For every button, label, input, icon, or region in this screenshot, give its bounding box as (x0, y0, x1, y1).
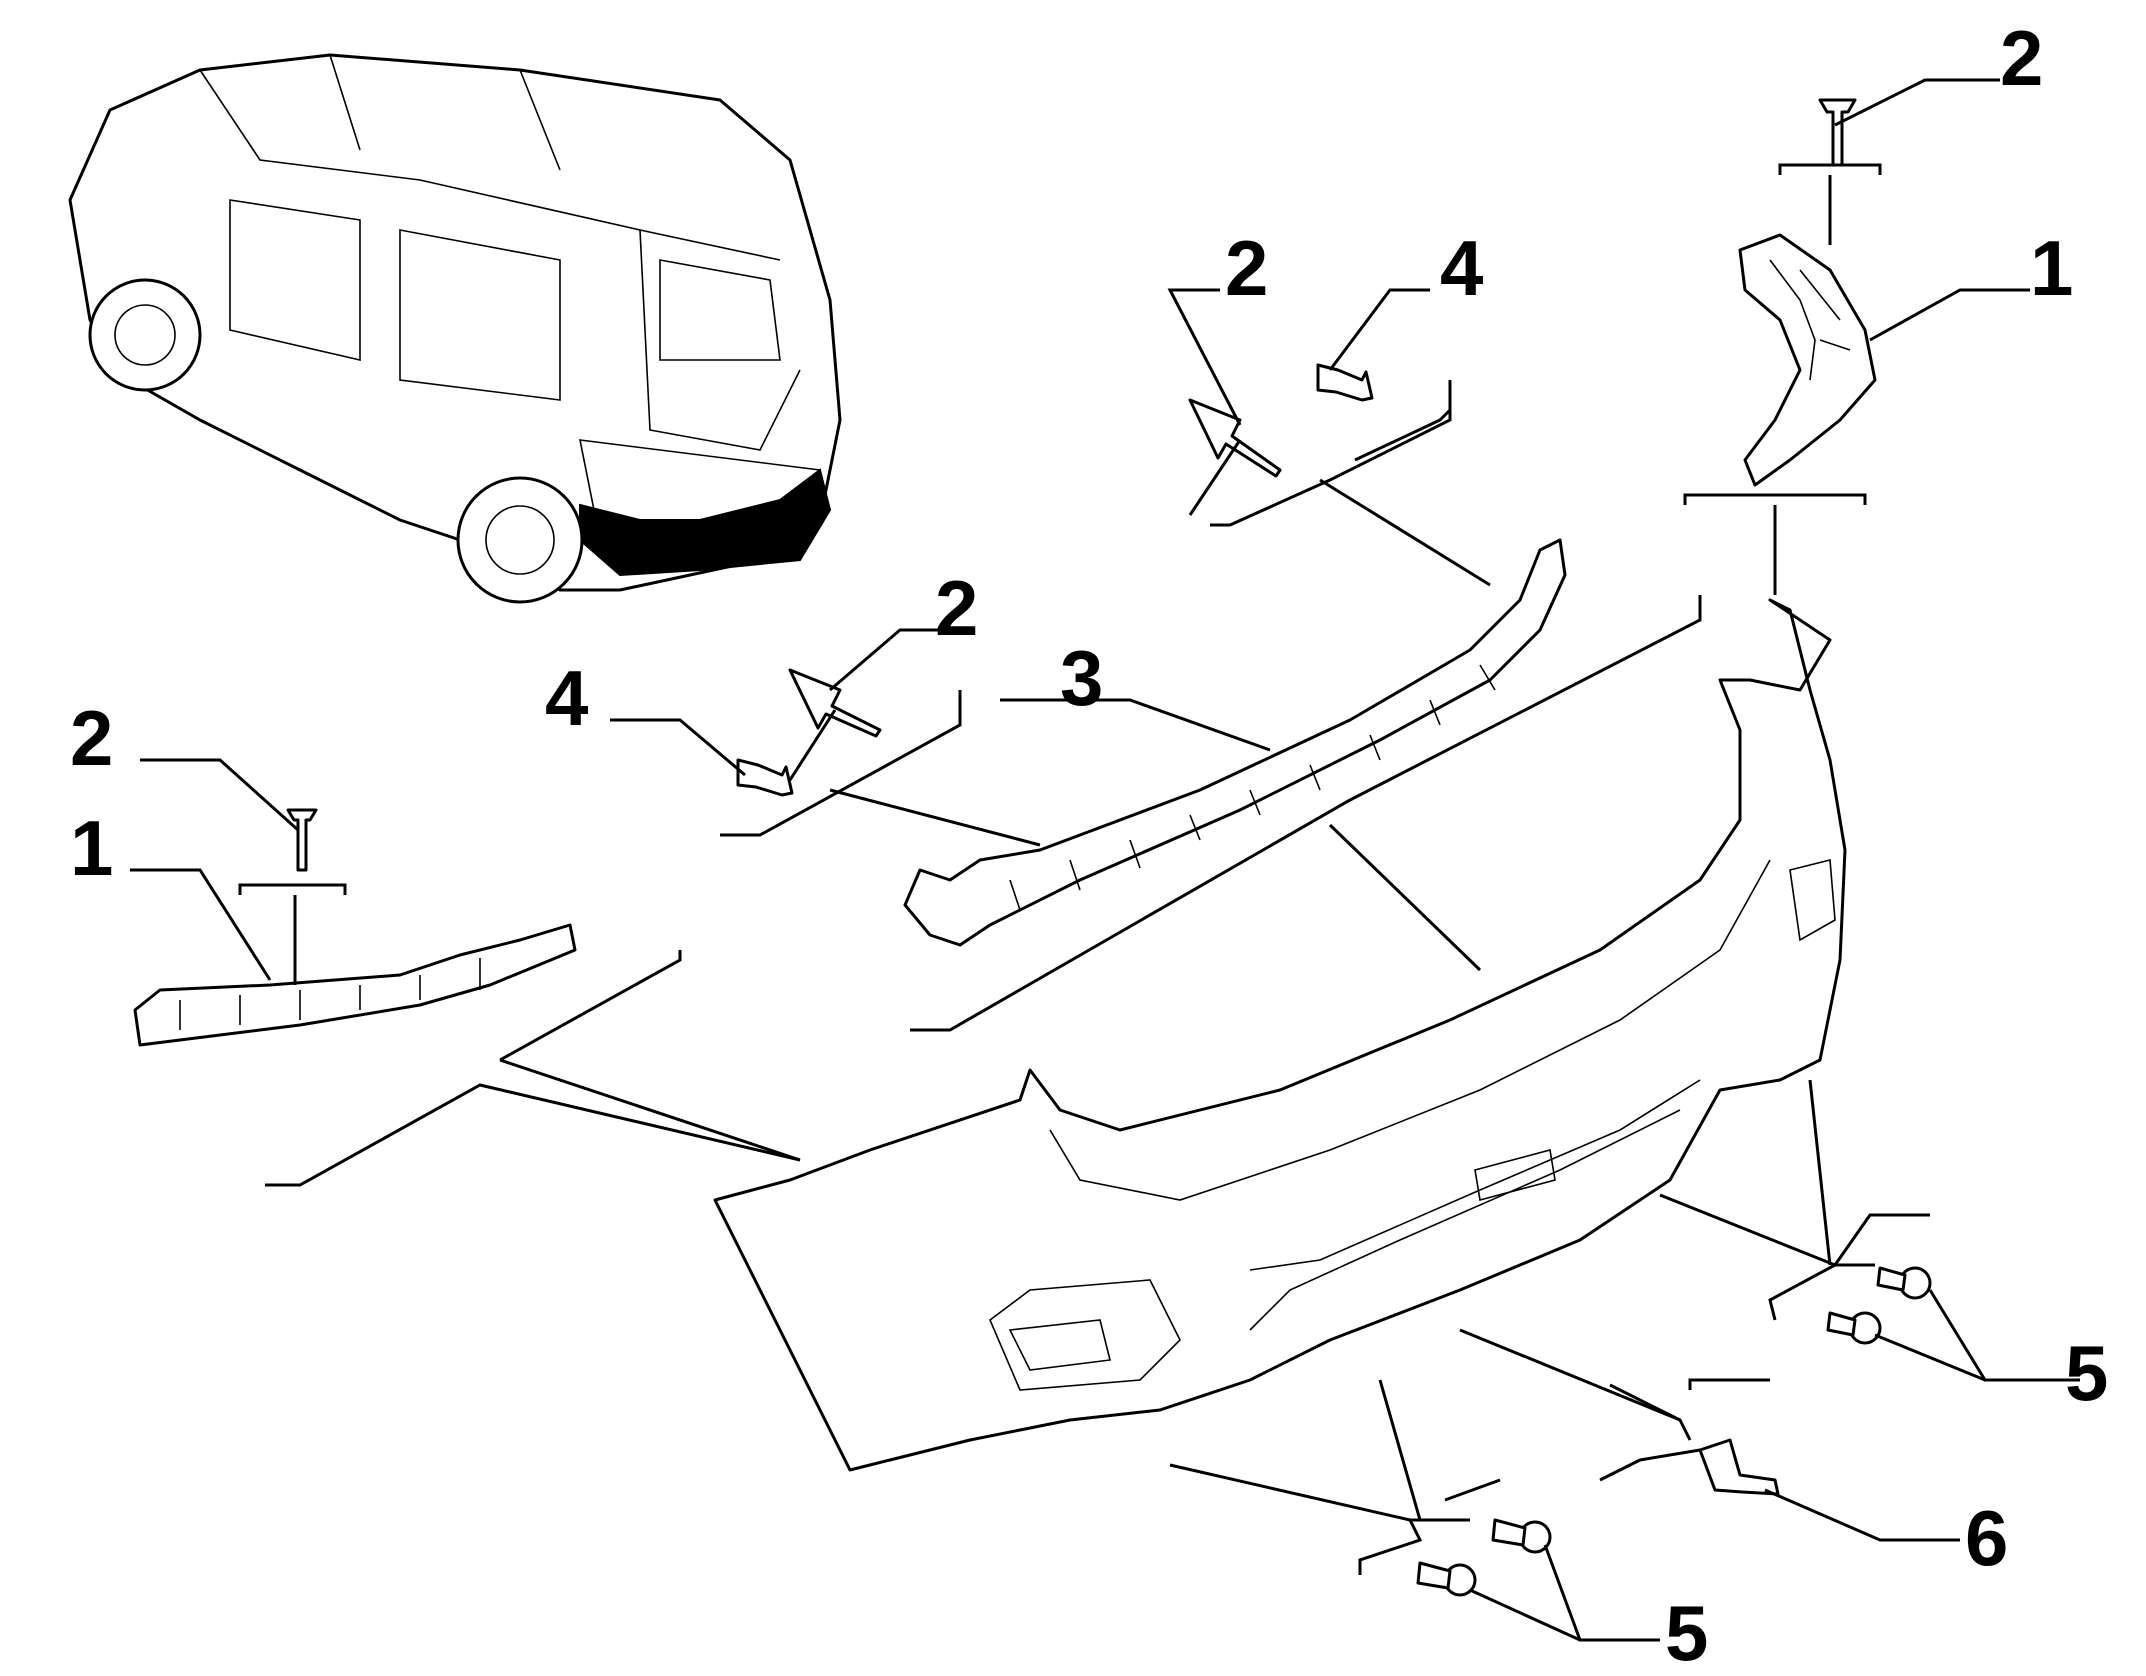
callout-part-3: 3 (1060, 634, 1103, 722)
clip-icon (1416, 1518, 1552, 1597)
rivet-icon (788, 668, 882, 738)
callout-part-1-right: 1 (2030, 224, 2073, 312)
callout-part-2-top-right: 2 (2000, 14, 2043, 102)
callout-part-2-left: 2 (70, 694, 113, 782)
fasteners (286, 98, 1932, 1597)
leader-lines (130, 78, 2080, 1642)
rivet-icon (286, 808, 318, 872)
push-pin-icon (1698, 1438, 1780, 1496)
callout-part-4-lower: 4 (545, 654, 588, 742)
callout-part-2-center: 2 (935, 564, 978, 652)
rear-bumper-cover (713, 598, 1847, 1472)
bolt-icon (1316, 363, 1374, 402)
highlighted-bumper-icon (579, 468, 832, 577)
callout-part-6: 6 (1965, 1494, 2008, 1582)
callout-part-5-bottom: 5 (1665, 1589, 1708, 1676)
callout-part-4-upper: 4 (1440, 224, 1483, 312)
clip-icon (1826, 1266, 1932, 1345)
callout-part-2-center-top: 2 (1225, 224, 1268, 312)
left-bumper-bracket (133, 923, 577, 1047)
right-bumper-bracket (1738, 233, 1877, 487)
vehicle-overview (68, 53, 842, 604)
rivet-icon (1818, 98, 1857, 167)
bolt-icon (736, 758, 794, 797)
callout-labels: 2 1 2 4 2 4 3 2 1 5 6 5 (70, 14, 2108, 1676)
rivet-icon (1188, 398, 1282, 478)
bumper-reinforcement-bar (903, 538, 1567, 947)
callout-part-1-left: 1 (70, 804, 113, 892)
callout-part-5-right: 5 (2065, 1329, 2108, 1417)
